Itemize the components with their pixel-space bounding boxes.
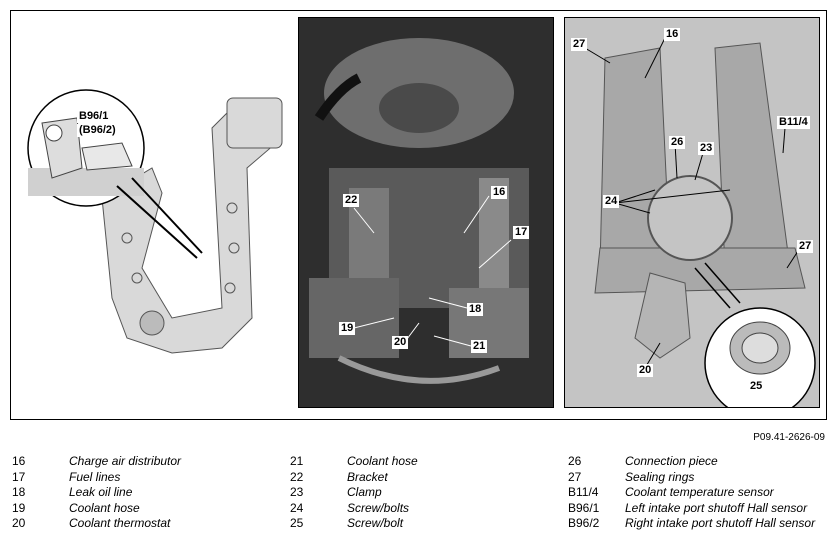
engine-photo [299,18,553,407]
legend-key: 16 [12,454,26,468]
legend-column-3: 26 Connection piece 27 Sealing rings B11/4… [568,454,825,532]
legend-label: Coolant hose [347,454,418,468]
legend-item: B11/4 Coolant temperature sensor [568,485,825,501]
legend-item: 17 Fuel lines [12,470,181,486]
callout-b11-4: B11/4 [777,116,810,129]
legend-key: 23 [290,485,304,499]
panel-connection-detail: 27 16 26 23 24 B11/4 27 20 25 [564,17,820,408]
legend-key: 27 [568,469,582,484]
legend-label: Coolant thermostat [69,516,171,530]
legend-key: B11/4 [568,485,599,499]
legend-label: Left intake port shutoff Hall sensor [625,500,808,515]
callout-16-right: 16 [664,28,681,41]
callout-22: 22 [343,194,360,207]
legend-key: 17 [12,469,26,484]
callout-16: 16 [491,186,508,199]
legend-key: 18 [12,485,26,499]
legend-label: Charge air distributor [69,454,182,468]
legend-label: Leak oil line [69,485,133,499]
legend-key: 20 [12,516,26,530]
legend-item: 19 Coolant hose [12,501,181,517]
callout-20: 20 [392,336,409,349]
callout-20-right: 20 [637,364,654,377]
connection-illustration [565,18,819,407]
legend-item: B96/1 Left intake port shutoff Hall senso… [568,501,825,517]
legend-label: Coolant temperature sensor [625,485,774,499]
callout-27-top: 27 [571,38,588,51]
callout-23: 23 [698,142,715,155]
legend-key: 26 [568,454,582,468]
legend-item: 16 Charge air distributor [12,454,181,470]
legend-label: Clamp [347,485,382,499]
legend-item: B96/2 Right intake port shutoff Hall sens… [568,516,825,532]
legend-key: 22 [290,469,304,484]
legend-item: 25 Screw/bolt [290,516,418,532]
figure-reference: P09.41-2626-09 [753,432,825,443]
callout-b96-1: B96/1 [77,110,111,123]
panel-distributor-overview: B96/1 (B96/2) [22,18,292,408]
legend-key: 19 [12,500,26,515]
callout-b96-2: (B96/2) [77,124,118,137]
legend-item: 26 Connection piece [568,454,825,470]
callout-17: 17 [513,226,530,239]
legend-label: Bracket [347,469,388,484]
legend-label: Fuel lines [69,469,121,484]
callout-25: 26 [669,136,686,149]
legend-item: 22 Bracket [290,470,418,486]
legend-item: 20 Coolant thermostat [12,516,181,532]
callout-21: 21 [471,340,488,353]
legend-key: B96/2 [568,516,600,530]
legend-column-1: 16 Charge air distributor 17 Fuel lines 18… [12,454,181,532]
callout-26: 25 [748,380,765,393]
legend-label: Connection piece [625,454,718,468]
legend-item: 23 Clamp [290,485,418,501]
legend-label: Right intake port shutoff Hall sensor [625,516,816,530]
legend-key: B96/1 [568,500,600,515]
legend-item: 18 Leak oil line [12,485,181,501]
legend-key: 21 [290,454,304,468]
callout-18: 18 [467,303,484,316]
panel-engine-photo: 22 16 17 18 19 20 21 [298,17,554,408]
legend-item: 21 Coolant hose [290,454,418,470]
legend-label: Screw/bolt [347,516,404,530]
legend-item: 27 Sealing rings [568,470,825,486]
callout-27-bottom: 27 [797,240,814,253]
callout-19: 19 [339,322,356,335]
callout-24: 24 [603,195,620,208]
distributor-illustration [27,89,283,354]
legend-item: 24 Screw/bolts [290,501,418,517]
legend-label: Sealing rings [625,469,695,484]
legend-key: 25 [290,516,304,530]
legend-label: Coolant hose [69,500,140,515]
legend-key: 24 [290,500,304,515]
legend-label: Screw/bolts [347,500,410,515]
